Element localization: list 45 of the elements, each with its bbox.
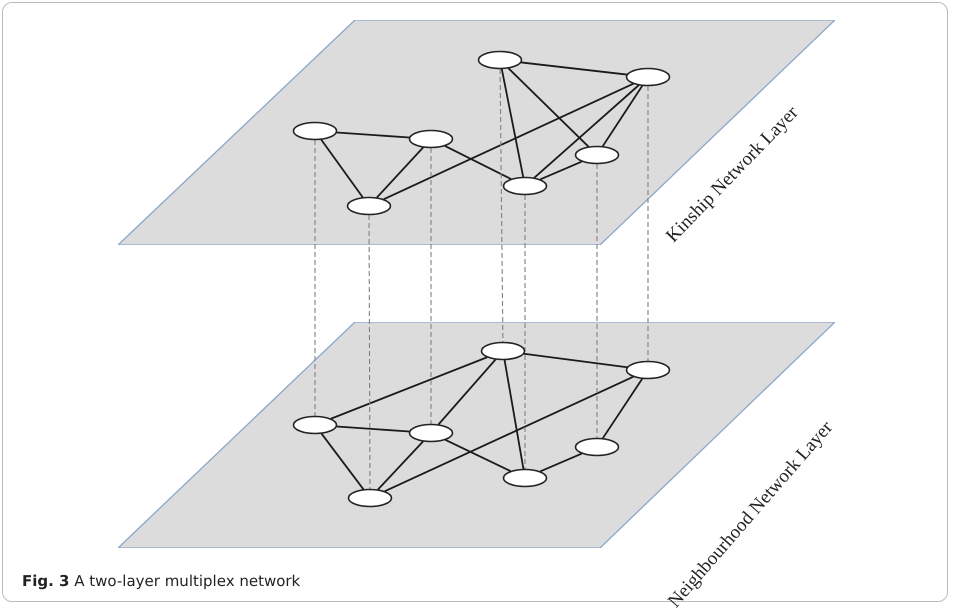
network-edge <box>376 146 424 198</box>
network-edge <box>534 84 640 178</box>
interlayer-link <box>596 164 598 438</box>
interlayer-link <box>430 148 432 424</box>
network-edge <box>521 62 627 76</box>
interlayer-link <box>524 195 526 469</box>
network-edge <box>384 376 634 492</box>
network-edge <box>508 68 590 148</box>
network-edge <box>524 352 628 368</box>
interlayer-link <box>368 215 371 489</box>
network-edge <box>444 145 512 180</box>
network-node <box>502 468 548 488</box>
network-node <box>292 121 338 141</box>
network-node <box>477 50 523 70</box>
network-node <box>574 437 620 457</box>
figure-caption: Fig. 3 A two-layer multiplex network <box>22 572 300 590</box>
network-node <box>502 176 548 196</box>
network-edge <box>500 68 524 178</box>
network-edge <box>383 82 634 200</box>
network-edge <box>320 433 364 490</box>
network-edge <box>320 139 364 198</box>
network-node <box>480 341 526 361</box>
network-node <box>346 196 392 216</box>
network-node <box>625 360 671 380</box>
network-edge <box>504 360 524 470</box>
network-edge <box>336 426 410 432</box>
network-node <box>292 415 338 435</box>
network-node <box>408 129 454 149</box>
network-node <box>574 145 620 165</box>
network-edge <box>336 132 410 138</box>
network-edge <box>438 358 496 426</box>
network-edge <box>602 85 644 147</box>
interlayer-link <box>647 86 649 361</box>
network-edge <box>330 356 488 420</box>
network-node <box>347 488 393 508</box>
network-edge <box>540 160 582 180</box>
interlayer-link <box>314 140 316 416</box>
network-edge <box>540 452 582 472</box>
network-edge <box>444 439 512 472</box>
layer-plane <box>118 20 835 245</box>
interlayer-link <box>500 69 504 342</box>
network-node <box>625 67 671 87</box>
network-node <box>408 423 454 443</box>
network-edge <box>602 378 643 439</box>
network-edge <box>377 440 424 490</box>
